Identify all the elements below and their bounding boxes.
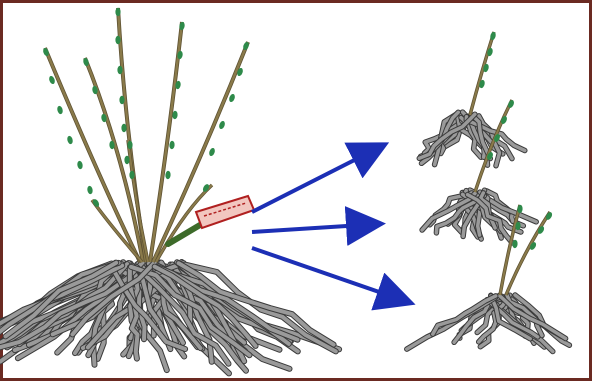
bud [127,141,132,149]
bud [124,156,129,164]
bud [119,96,124,104]
bud [115,36,120,44]
bud [129,171,134,179]
bud [117,66,122,74]
bud [121,124,126,132]
bud [115,8,120,16]
